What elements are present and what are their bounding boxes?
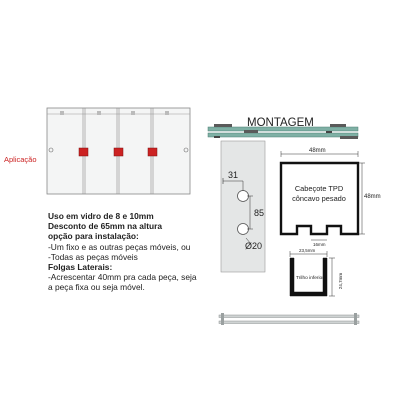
roller-mark [97, 111, 101, 115]
head-slot-label: 16mm [313, 242, 326, 247]
rail-width-label: 23,5mm [299, 248, 316, 253]
lock-red [78, 147, 89, 157]
head-title-2: côncavo pesado [292, 194, 346, 203]
rail-profile [289, 251, 335, 297]
note-discount: Desconto de 65mm na altura [48, 221, 163, 232]
gray-plate [220, 140, 266, 273]
note-options: opção para instalação: [48, 231, 139, 242]
installation-notes: Uso em vidro de 8 e 10mm Desconto de 65m… [48, 211, 208, 293]
bottom-rails [218, 313, 360, 325]
rail-title: Trilho inferior [296, 275, 324, 281]
note-glass: Uso em vidro de 8 e 10mm [48, 211, 154, 221]
dim-31: 31 [228, 170, 238, 180]
montagem-title: MONTAGEM [247, 117, 314, 129]
note-gaps-title: Folgas Laterais: [48, 262, 113, 273]
note-gaps-1: -Acrescentar 40mm pra cada peça, seja [48, 272, 197, 283]
rail-height-label: 24,7mm [338, 273, 343, 290]
dim-20: Ø20 [245, 241, 262, 251]
head-title-1: Cabeçote TPD [295, 184, 343, 193]
roller-mark [60, 111, 64, 115]
note-gaps-2: a peça fixa ou seja móvel. [48, 282, 145, 293]
hole-top [237, 190, 249, 202]
assembly-rails [207, 124, 359, 139]
dim-85: 85 [254, 208, 264, 218]
hole-bottom [237, 223, 249, 235]
pivot-right [183, 147, 189, 153]
aplicacao-label: Aplicação [4, 155, 37, 164]
lock-red [113, 147, 124, 157]
glass-panel-elevation [46, 107, 191, 195]
roller-mark [165, 111, 169, 115]
roller-mark [131, 111, 135, 115]
lock-red [147, 147, 158, 157]
note-option-2: -Todas as peças móveis [48, 251, 138, 262]
note-option-1: -Um fixo e as outras peças móveis, ou [48, 241, 191, 252]
head-profile [279, 151, 365, 241]
head-height-label: 48mm [364, 194, 381, 200]
head-width-label: 48mm [309, 148, 326, 154]
pivot-left [48, 147, 54, 153]
